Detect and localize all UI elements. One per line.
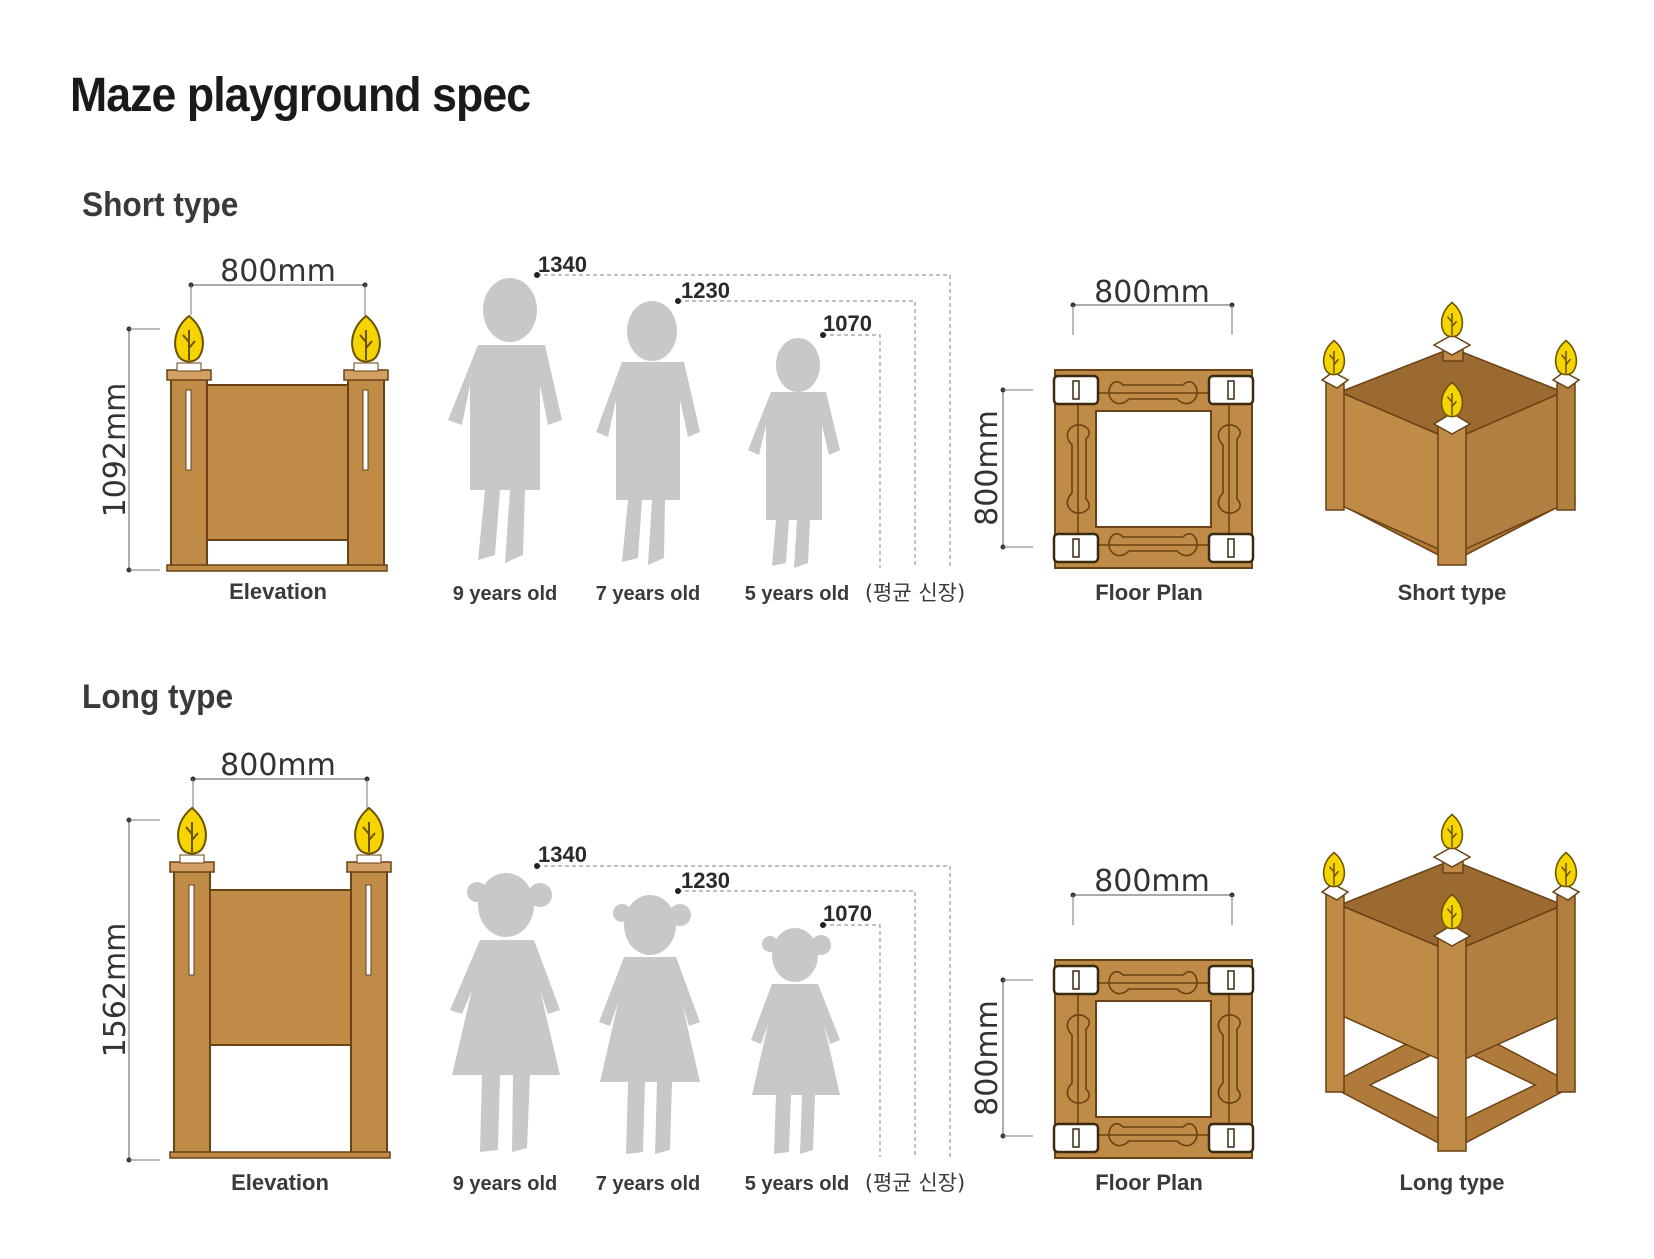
- short-elev-height-label: 1092mm: [98, 383, 133, 518]
- section-heading-long: Long type: [82, 678, 234, 716]
- short-plan-caption: Floor Plan: [1095, 580, 1203, 605]
- post-plate-icon: [1207, 532, 1255, 564]
- long-perspective-caption: Long type: [1399, 1170, 1504, 1195]
- leaf-icon: [1440, 813, 1464, 850]
- age-label-9: 9 years old: [453, 1173, 558, 1195]
- child-silhouette-9: [448, 278, 562, 563]
- leaf-icon: [354, 807, 384, 855]
- page-title: Maze playground spec: [70, 69, 531, 122]
- long-plan-caption: Floor Plan: [1095, 1170, 1203, 1195]
- leaf-icon: [174, 315, 204, 363]
- long-floor-plan: 800mm 800mm Floor Plan: [970, 864, 1255, 1195]
- leaf-icon: [1322, 851, 1346, 888]
- leaf-icon: [177, 807, 207, 855]
- long-children: 1340 1230 1070 9 years old 7 years old 5…: [450, 842, 965, 1195]
- average-height-note: (평균 신장): [865, 1171, 965, 1195]
- short-floor-plan: 800mm 800mm Floor Plan: [970, 275, 1255, 605]
- long-plan-width-label: 800mm: [1094, 864, 1210, 899]
- leaf-icon: [1440, 301, 1464, 338]
- long-elev-height-label: 1562mm: [98, 923, 133, 1058]
- average-height-note: (평균 신장): [865, 581, 965, 605]
- post-plate-icon: [1052, 532, 1100, 564]
- short-perspective: Short type: [1320, 301, 1581, 605]
- long-elev-caption: Elevation: [231, 1170, 329, 1195]
- age-label-9: 9 years old: [453, 583, 558, 605]
- long-plan-depth-label: 800mm: [970, 1000, 1005, 1116]
- child-silhouette-9: [450, 873, 560, 1152]
- post-plate-icon: [1207, 374, 1255, 406]
- leaf-icon: [1554, 851, 1578, 888]
- height-label-9: 1340: [538, 842, 587, 867]
- age-label-7: 7 years old: [596, 1173, 701, 1195]
- child-silhouette-7: [599, 895, 700, 1154]
- height-label-5: 1070: [823, 901, 872, 926]
- age-label-5: 5 years old: [745, 1173, 850, 1195]
- age-label-7: 7 years old: [596, 583, 701, 605]
- long-perspective: Long type: [1320, 813, 1581, 1195]
- height-label-5: 1070: [823, 311, 872, 336]
- short-elev-caption: Elevation: [229, 579, 327, 604]
- child-silhouette-7: [596, 301, 700, 565]
- leaf-icon: [351, 315, 381, 363]
- short-elev-width-label: 800mm: [220, 254, 336, 289]
- short-perspective-caption: Short type: [1398, 580, 1507, 605]
- post-plate-icon: [1052, 1122, 1100, 1154]
- leaf-icon: [1554, 339, 1578, 376]
- post-plate-icon: [1207, 1122, 1255, 1154]
- leaf-icon: [1322, 339, 1346, 376]
- long-elev-width-label: 800mm: [220, 748, 336, 783]
- section-heading-short: Short type: [82, 186, 239, 224]
- short-plan-depth-label: 800mm: [970, 410, 1005, 526]
- child-silhouette-5: [748, 338, 840, 568]
- child-silhouette-5: [751, 928, 840, 1154]
- long-elevation: 800mm 1562mm Elevation: [98, 748, 392, 1195]
- short-children: 1340 1230 1070 9 years old 7 years old 5…: [448, 252, 965, 605]
- short-plan-width-label: 800mm: [1094, 275, 1210, 310]
- height-label-9: 1340: [538, 252, 587, 277]
- height-label-7: 1230: [681, 868, 730, 893]
- short-elevation: 800mm 1092mm Elevation: [98, 254, 389, 604]
- post-plate-icon: [1052, 964, 1100, 996]
- post-plate-icon: [1052, 374, 1100, 406]
- age-label-5: 5 years old: [745, 583, 850, 605]
- height-label-7: 1230: [681, 278, 730, 303]
- post-plate-icon: [1207, 964, 1255, 996]
